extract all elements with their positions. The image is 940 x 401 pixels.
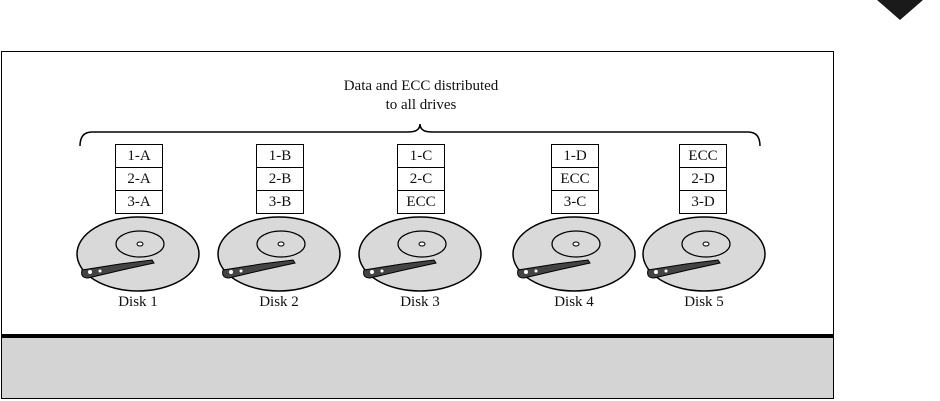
block-cell: ECC: [680, 145, 726, 168]
hard-disk-icon: [76, 216, 200, 292]
block-cell: 1-B: [257, 145, 303, 168]
diagram-frame: Data and ECC distributed to all drives 1…: [1, 51, 834, 399]
block-stack: 1-D ECC 3-C: [551, 144, 599, 214]
hard-disk-icon: [217, 216, 341, 292]
down-triangle-icon: [877, 0, 923, 20]
divider-line: [2, 334, 833, 338]
block-cell: 3-C: [563, 194, 587, 210]
caption-line-2: to all drives: [385, 97, 457, 113]
block-cell: ECC: [552, 168, 598, 191]
disk-label: Disk 5: [684, 294, 724, 310]
block-cell: 1-D: [552, 145, 598, 168]
block-cell: 2-D: [680, 168, 726, 191]
block-cell: 2-C: [398, 168, 444, 191]
disk-2: 1-B 2-B 3-B Disk 2: [217, 144, 341, 314]
block-cell: ECC: [406, 194, 436, 210]
disk-3: 1-C 2-C ECC Disk 3: [358, 144, 482, 314]
disk-label: Disk 4: [554, 294, 594, 310]
block-stack: 1-C 2-C ECC: [397, 144, 445, 214]
hard-disk-icon: [642, 216, 766, 292]
block-cell: 3-A: [127, 194, 151, 210]
hard-disk-icon: [512, 216, 636, 292]
disk-label: Disk 2: [259, 294, 299, 310]
disk-5: ECC 2-D 3-D Disk 5: [642, 144, 766, 314]
diagram-caption: Data and ECC distributed to all drives: [221, 77, 621, 115]
block-cell: 1-C: [398, 145, 444, 168]
block-cell: 2-B: [257, 168, 303, 191]
block-stack: 1-A 2-A 3-A: [115, 144, 163, 214]
block-cell: 3-B: [268, 194, 292, 210]
footer-bar: [2, 338, 833, 398]
hard-disk-icon: [358, 216, 482, 292]
disk-label: Disk 3: [400, 294, 440, 310]
caption-line-1: Data and ECC distributed: [343, 78, 499, 94]
disk-4: 1-D ECC 3-C Disk 4: [512, 144, 636, 314]
disk-1: 1-A 2-A 3-A Disk 1: [76, 144, 200, 314]
block-stack: ECC 2-D 3-D: [679, 144, 727, 214]
grouping-brace: [79, 124, 761, 147]
disk-label: Disk 1: [118, 294, 158, 310]
block-cell: 1-A: [116, 145, 162, 168]
block-cell: 2-A: [116, 168, 162, 191]
block-stack: 1-B 2-B 3-B: [256, 144, 304, 214]
block-cell: 3-D: [691, 194, 715, 210]
